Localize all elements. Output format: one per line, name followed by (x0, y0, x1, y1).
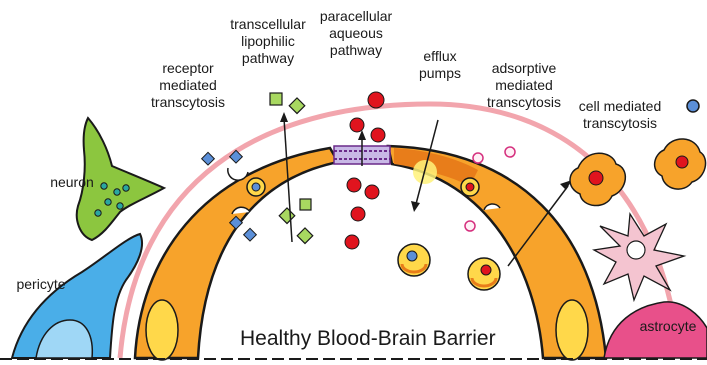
astrocyte-cell (594, 214, 707, 358)
diagram-title: Healthy Blood-Brain Barrier (240, 327, 496, 351)
label-paracellular: paracellular aqueous pathway (304, 8, 408, 59)
label-pericyte: pericyte (6, 276, 76, 293)
label-astrocyte: astrocyte (632, 318, 704, 335)
lumen-vesicles (398, 244, 500, 290)
label-efflux: efflux pumps (408, 48, 472, 82)
label-adsorptive: adsorptive mediated transcytosis (474, 60, 574, 111)
label-cell-mediated: cell mediated transcytosis (570, 98, 670, 132)
aqueous-molecules (345, 92, 385, 249)
label-receptor-mediated: receptor mediated transcytosis (140, 60, 236, 111)
label-neuron: neuron (40, 174, 104, 191)
